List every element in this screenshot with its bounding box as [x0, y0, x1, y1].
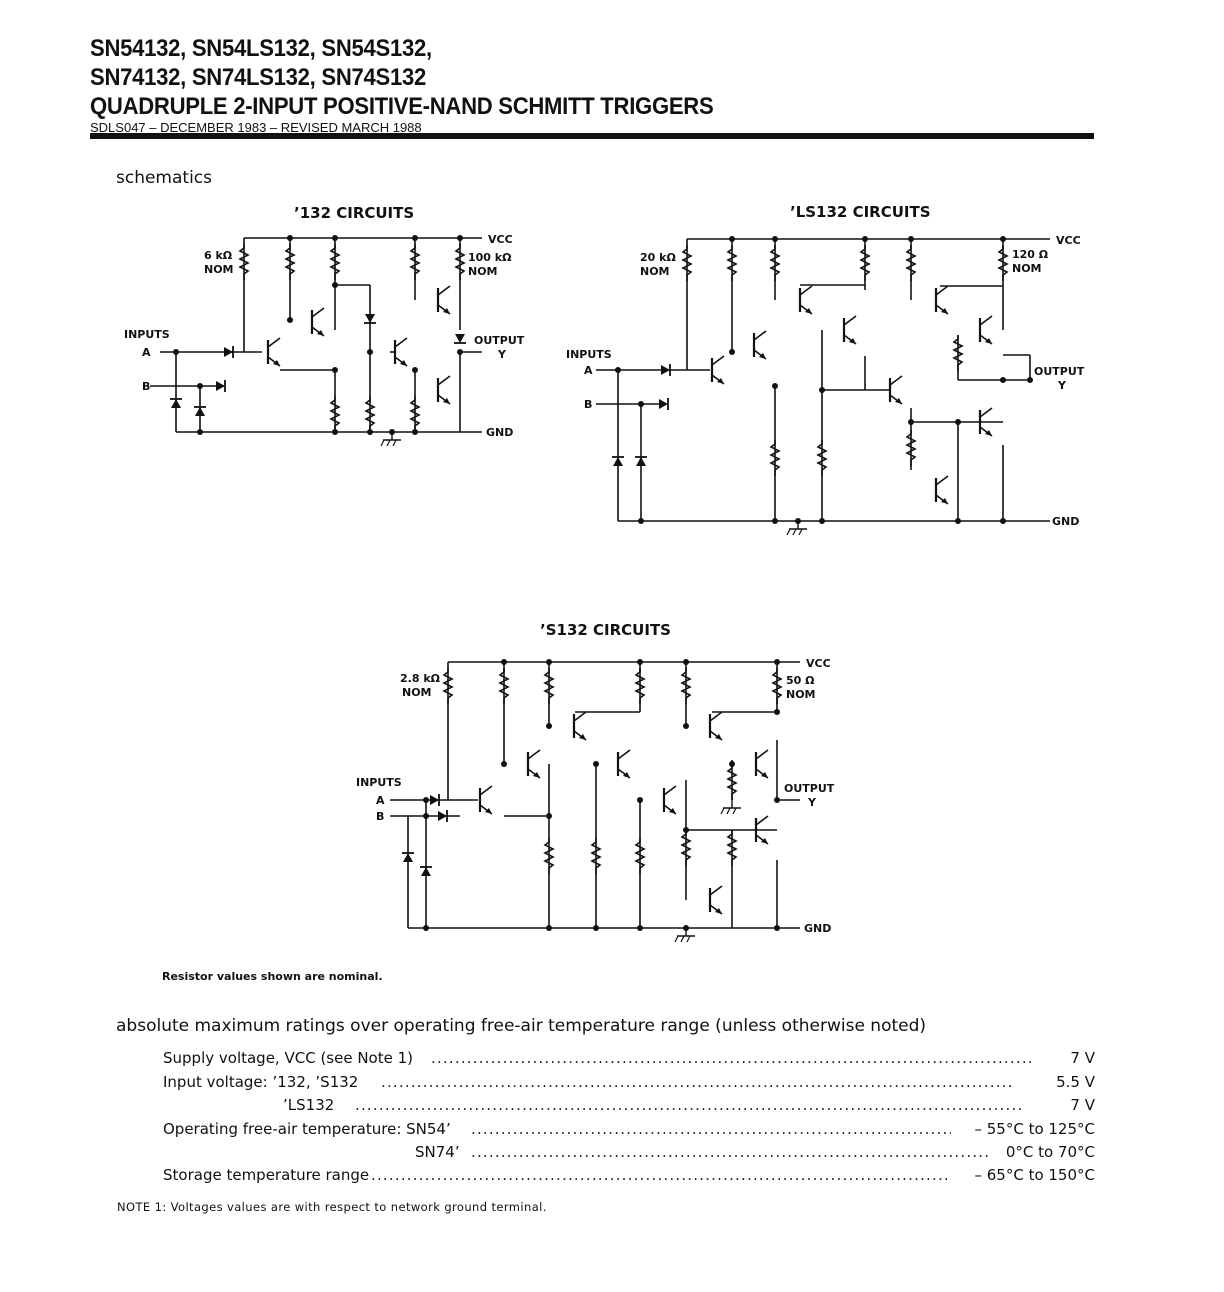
output-y-label: Y [1057, 379, 1067, 392]
title-line-2: SN74132, SN74LS132, SN74S132 [90, 64, 426, 91]
rating-row: Operating free-air temperature: SN54’ ..… [163, 1120, 1095, 1138]
gnd-label: GND [486, 426, 513, 439]
rating-value: 7 V [1070, 1049, 1095, 1067]
doc-id: SDLS047 – DECEMBER 1983 – REVISED MARCH … [90, 120, 422, 135]
rating-label: Supply voltage, VCC (see Note 1) [163, 1049, 414, 1067]
rating-value: – 55°C to 125°C [974, 1120, 1095, 1138]
note-1: NOTE 1: Voltages values are with respect… [117, 1200, 547, 1214]
circuit-132-symbols: VCC 6 kΩ NOM 100 kΩ NOM INPUTS A B OUTPU… [124, 233, 525, 447]
header-rule [90, 133, 1094, 139]
input-a-label: A [584, 364, 593, 377]
rating-row: SN74’ ..................................… [415, 1143, 1095, 1161]
r-out-nom: NOM [468, 265, 498, 278]
rating-label: Operating free-air temperature: SN54’ [163, 1120, 451, 1138]
schematics-heading: schematics [116, 168, 213, 188]
inputs-label: INPUTS [124, 328, 170, 341]
vcc-label: VCC [806, 657, 831, 670]
circuit-132-title: ’132 CIRCUITS [294, 204, 415, 222]
r-out-nom: NOM [1012, 262, 1042, 275]
rating-value: 5.5 V [1056, 1073, 1095, 1091]
circuit-ls132 [596, 238, 1050, 522]
title-line-1: SN54132, SN54LS132, SN54S132, [90, 35, 432, 62]
r-in-label: 2.8 kΩ [400, 672, 441, 685]
r-out-label: 120 Ω [1012, 248, 1049, 261]
gnd-label: GND [1052, 515, 1079, 528]
vcc-label: VCC [488, 233, 513, 246]
rating-label: SN74’ [415, 1143, 460, 1161]
title-line-3: QUADRUPLE 2-INPUT POSITIVE-NAND SCHMITT … [90, 93, 714, 120]
rating-label: ’LS132 [283, 1096, 335, 1114]
inputs-label: INPUTS [356, 776, 402, 789]
r-out-label: 50 Ω [786, 674, 815, 687]
gnd-label: GND [804, 922, 831, 935]
circuit-132 [150, 237, 482, 433]
schematics-drawing: VCC 6 kΩ NOM 100 kΩ NOM INPUTS A B OUTPU… [124, 233, 1085, 943]
rating-value: 0°C to 70°C [1005, 1143, 1095, 1161]
circuit-s132 [390, 661, 800, 929]
circuit-s132-symbols: VCC 2.8 kΩ NOM 50 Ω NOM INPUTS A B OUTPU… [356, 657, 835, 943]
r-in-nom: NOM [640, 265, 670, 278]
r-in-nom: NOM [402, 686, 432, 699]
output-label: OUTPUT [784, 782, 835, 795]
vcc-label: VCC [1056, 234, 1081, 247]
rating-row: Storage temperature range ..............… [163, 1166, 1095, 1184]
r-in-label: 6 kΩ [204, 249, 233, 262]
rating-label: Input voltage: ’132, ’S132 [163, 1073, 359, 1091]
rating-row: Supply voltage, VCC (see Note 1) .......… [163, 1049, 1095, 1067]
circuit-ls132-title: ’LS132 CIRCUITS [790, 203, 931, 221]
output-label: OUTPUT [1034, 365, 1085, 378]
circuit-s132-title: ’S132 CIRCUITS [540, 621, 671, 639]
rating-row: ’LS132 .................................… [283, 1096, 1095, 1114]
circuit-ls132-symbols: VCC 20 kΩ NOM 120 Ω NOM INPUTS A B OUTPU… [566, 234, 1085, 536]
resistor-note: Resistor values shown are nominal. [162, 970, 383, 983]
input-b-label: B [142, 380, 150, 393]
output-y-label: Y [807, 796, 817, 809]
rating-value: – 65°C to 150°C [974, 1166, 1095, 1184]
document-header: SN54132, SN54LS132, SN54S132, SN74132, S… [90, 34, 1094, 135]
inputs-label: INPUTS [566, 348, 612, 361]
output-label: OUTPUT [474, 334, 525, 347]
input-b-label: B [376, 810, 384, 823]
r-out-label: 100 kΩ [468, 251, 512, 264]
output-y-label: Y [497, 348, 507, 361]
r-in-nom: NOM [204, 263, 234, 276]
input-b-label: B [584, 398, 592, 411]
rating-label: Storage temperature range [163, 1166, 370, 1184]
input-a-label: A [142, 346, 151, 359]
ratings-heading: absolute maximum ratings over operating … [116, 1016, 927, 1036]
rating-row: Input voltage: ’132, ’S132 .............… [163, 1073, 1095, 1091]
input-a-label: A [376, 794, 385, 807]
r-out-nom: NOM [786, 688, 816, 701]
r-in-label: 20 kΩ [640, 251, 676, 264]
rating-value: 7 V [1070, 1096, 1095, 1114]
